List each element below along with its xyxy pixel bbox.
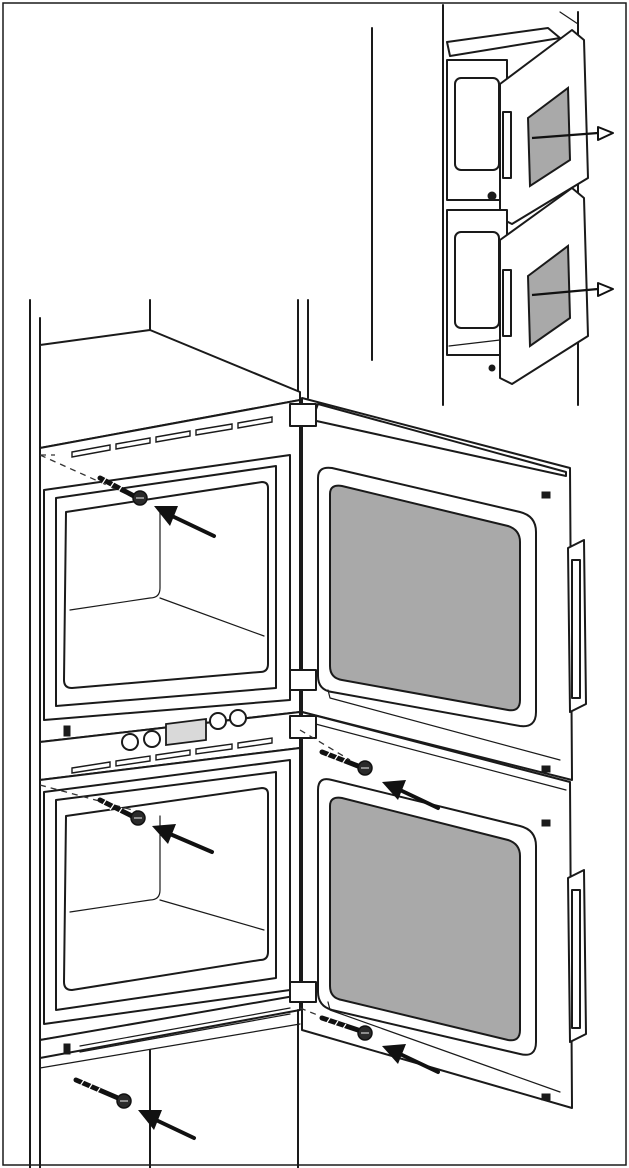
control-knob-1 — [121, 733, 139, 751]
lower-cavity-floor — [159, 899, 265, 931]
main-view — [29, 299, 587, 1168]
pointer-arrow-4 — [382, 1044, 440, 1074]
upper-cavity-inner — [63, 481, 269, 689]
lower-door — [289, 711, 587, 1109]
lower-oven — [39, 747, 301, 1168]
upper-door-hinge-top — [289, 403, 317, 427]
lower-door-glass — [329, 796, 521, 1042]
upper-door-latch — [541, 491, 551, 499]
inset-upper-oven — [446, 29, 589, 225]
upper-oven — [39, 399, 301, 743]
bottom-indicator — [63, 1043, 71, 1055]
screw-3 — [319, 749, 373, 776]
inset-pull-arrow-upper — [531, 126, 614, 141]
inset-pull-arrow-lower — [531, 282, 614, 297]
control-knob-4 — [229, 709, 247, 727]
inset-lower-cavity — [454, 231, 500, 329]
control-knob-3 — [209, 712, 227, 730]
inset-lower-door-handle — [502, 269, 512, 337]
inset-upper-door-handle — [502, 111, 512, 179]
screw-5 — [73, 1077, 132, 1109]
inset-niche-corner — [559, 11, 579, 25]
bottom-trim — [39, 994, 301, 1059]
control-display — [165, 717, 207, 747]
pointer-arrow-2 — [152, 824, 214, 854]
lower-door-hinge-bottom — [289, 981, 317, 1003]
inset-view — [371, 4, 614, 406]
upper-door — [289, 397, 587, 781]
lower-door-latch — [541, 819, 551, 827]
inset-base-strip — [448, 339, 501, 347]
inset-upper-hinge — [487, 191, 497, 201]
inset-upper-cavity — [454, 77, 500, 171]
screw-1 — [97, 475, 148, 506]
panel-indicator — [63, 725, 71, 737]
control-panel — [39, 709, 301, 781]
control-knob-2 — [143, 730, 161, 748]
lower-cavity-back — [69, 815, 161, 913]
pointer-arrow-3 — [382, 780, 440, 810]
upper-cavity-back — [69, 509, 161, 611]
lower-cavity-inner — [63, 787, 269, 991]
pointer-arrow-1 — [154, 506, 216, 538]
pointer-arrow-5 — [138, 1110, 196, 1140]
lower-door-hinge-top — [289, 715, 317, 739]
inset-lower-oven — [446, 187, 589, 385]
upper-cavity-outer — [55, 465, 277, 707]
cabinet-top-surface — [39, 329, 301, 449]
inset-lower-door-glass — [526, 244, 572, 348]
screw-4 — [319, 1015, 373, 1041]
upper-door-hinge-bottom — [289, 669, 317, 691]
screw-2 — [97, 797, 146, 826]
lower-cavity-outer — [55, 771, 277, 1011]
upper-cavity-floor — [159, 597, 265, 637]
upper-vent-slots — [71, 416, 273, 458]
lower-vent-slots — [71, 737, 273, 774]
inset-lower-hinge — [488, 364, 496, 372]
upper-door-glass — [329, 484, 521, 712]
